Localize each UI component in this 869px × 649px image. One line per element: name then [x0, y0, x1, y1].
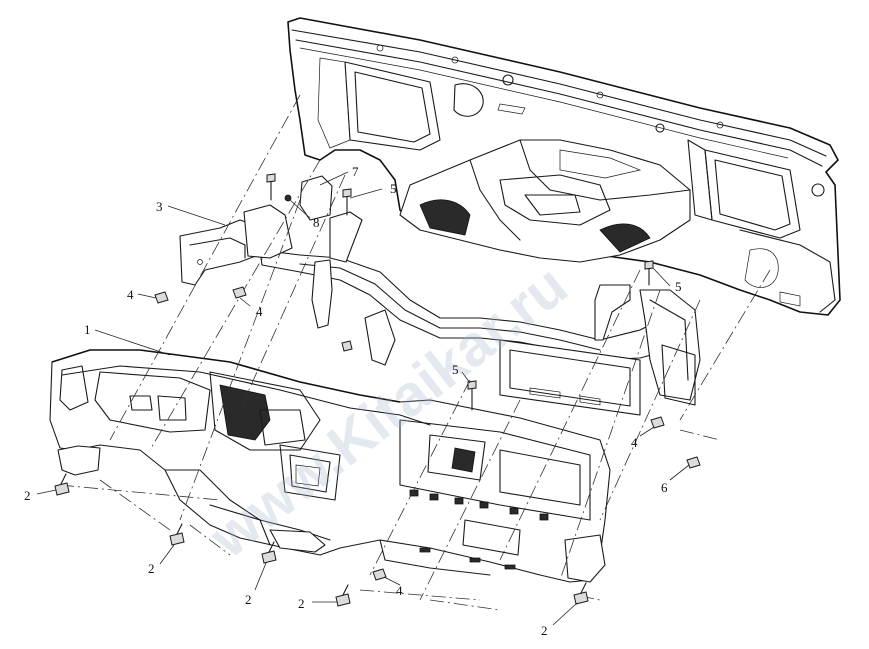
nut-4d-icon [650, 416, 665, 429]
callout-2: 2 [541, 623, 548, 638]
bolt-5a-icon [342, 188, 352, 216]
callout-2: 2 [24, 488, 31, 503]
bolt-2b-icon [169, 523, 185, 546]
callout-4: 4 [256, 304, 263, 319]
callout-5: 5 [452, 362, 459, 377]
callout-6: 6 [661, 480, 668, 495]
bolt-7-icon [266, 173, 276, 201]
callout-3: 3 [156, 199, 163, 214]
callout-2: 2 [148, 561, 155, 576]
callout-4: 4 [631, 435, 638, 450]
callout-2: 2 [245, 592, 252, 607]
instrument-panel [49, 349, 611, 583]
nut-4a-icon [154, 291, 169, 304]
fasteners [54, 173, 701, 607]
callout-8: 8 [313, 215, 320, 230]
assembly-guide-lines [59, 94, 771, 611]
bolt-2c-icon [261, 541, 277, 564]
callout-7: 7 [352, 164, 359, 179]
bolt-2a-icon [54, 473, 70, 496]
bolt-2d-icon [335, 584, 351, 607]
nut-4b-icon [232, 286, 247, 299]
bolt-5b-icon [644, 260, 654, 286]
callout-5: 5 [390, 181, 397, 196]
cross-car-beam [179, 175, 701, 416]
heater-duct-housing [399, 139, 691, 263]
nut-4c-icon [372, 568, 387, 581]
callout-2: 2 [298, 596, 305, 611]
bolt-2e-icon [573, 582, 589, 605]
callout-4: 4 [396, 583, 403, 598]
callout-1: 1 [84, 322, 91, 337]
clip-8-icon [284, 194, 292, 202]
nut-6-icon [686, 456, 701, 469]
callout-4: 4 [127, 287, 134, 302]
bolt-misc-icon [341, 340, 353, 352]
callout-labels: 1 2 2 2 2 2 3 4 4 4 4 5 5 5 6 7 8 [24, 164, 682, 638]
leader-lines [36, 171, 690, 626]
callout-5: 5 [675, 279, 682, 294]
